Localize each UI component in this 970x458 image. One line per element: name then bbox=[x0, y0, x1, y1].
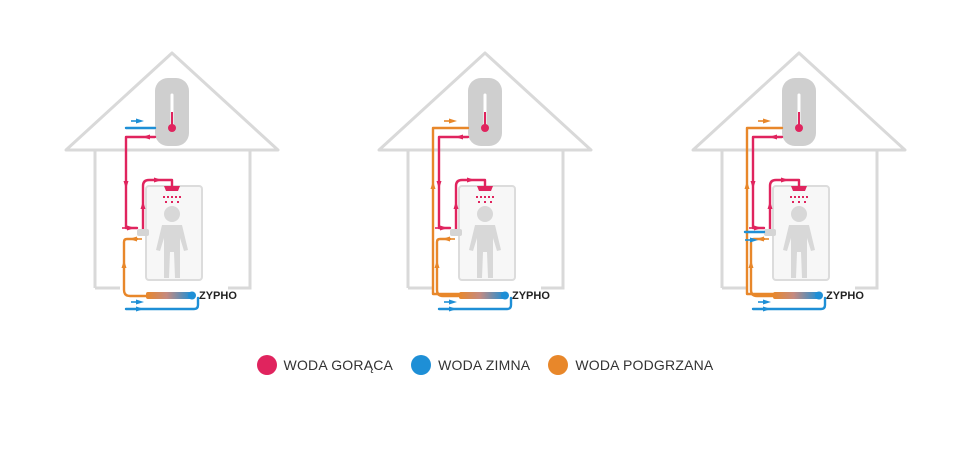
flow-arrow bbox=[453, 201, 459, 209]
house-walls bbox=[406, 150, 565, 290]
water-drop bbox=[163, 196, 165, 198]
zypho-label: ZYPHO bbox=[512, 290, 550, 302]
thermometer-bulb bbox=[481, 124, 489, 132]
house-walls bbox=[93, 150, 252, 290]
flow-arrow bbox=[750, 181, 756, 189]
water-drop bbox=[484, 201, 486, 203]
warm-pipe bbox=[122, 237, 148, 298]
water-drop bbox=[802, 196, 804, 198]
boiler-inlet-pipe bbox=[745, 126, 784, 296]
flow-arrow bbox=[140, 201, 146, 209]
person-head bbox=[164, 206, 180, 222]
water-drop bbox=[476, 196, 478, 198]
person-body bbox=[783, 225, 815, 278]
thermometer-bulb bbox=[795, 124, 803, 132]
water-drop bbox=[798, 196, 800, 198]
zypho-label: ZYPHO bbox=[199, 290, 237, 302]
flow-arrow bbox=[434, 260, 440, 268]
water-drop bbox=[798, 201, 800, 203]
water-drop bbox=[490, 201, 492, 203]
zypho-label: ZYPHO bbox=[826, 290, 864, 302]
person-body bbox=[469, 225, 501, 278]
flow-arrow bbox=[123, 181, 129, 189]
water-drop bbox=[794, 196, 796, 198]
cold-mains-pipe bbox=[751, 296, 827, 311]
cold-mains-pipe bbox=[124, 296, 200, 311]
house-roof bbox=[691, 51, 907, 152]
shower-hot-line bbox=[454, 178, 487, 232]
thermometer-bulb bbox=[168, 124, 176, 132]
water-drop bbox=[179, 196, 181, 198]
legend-dot-hot bbox=[256, 355, 277, 375]
legend-label-cold: WODA ZIMNA bbox=[438, 357, 531, 373]
water-drop bbox=[171, 196, 173, 198]
legend-item-hot: WODA GORĄCA bbox=[256, 355, 394, 375]
cold-mains-pipe bbox=[437, 296, 513, 311]
shower-head-icon bbox=[477, 186, 493, 191]
flow-arrow bbox=[744, 181, 750, 189]
zypho-drain bbox=[188, 291, 196, 300]
water-drop bbox=[806, 196, 808, 198]
legend-dot-warm bbox=[548, 355, 569, 375]
person-head bbox=[477, 206, 493, 222]
water-drop bbox=[804, 201, 806, 203]
water-drop bbox=[167, 196, 169, 198]
person-body bbox=[156, 225, 188, 278]
legend-dot-cold bbox=[411, 355, 432, 375]
mixer-valve bbox=[137, 229, 149, 236]
water-drop bbox=[478, 201, 480, 203]
flow-arrow bbox=[430, 181, 436, 189]
legend-label-hot: WODA GORĄCA bbox=[283, 357, 394, 373]
zypho-device bbox=[773, 292, 819, 299]
person-head bbox=[791, 206, 807, 222]
mixer-valve bbox=[764, 229, 776, 236]
legend-item-cold: WODA ZIMNA bbox=[411, 355, 530, 375]
water-drop bbox=[171, 201, 173, 203]
mixer-valve bbox=[450, 229, 462, 236]
flow-arrow bbox=[767, 201, 773, 209]
house-3: ZYPHO bbox=[691, 51, 907, 312]
warm-pipe bbox=[749, 237, 775, 298]
water-drop bbox=[790, 196, 792, 198]
house-roof bbox=[64, 51, 280, 152]
water-drop bbox=[488, 196, 490, 198]
zypho-drain bbox=[501, 291, 509, 300]
flow-arrow bbox=[121, 260, 127, 268]
zypho-device bbox=[146, 292, 192, 299]
water-drop bbox=[165, 201, 167, 203]
flow-arrow bbox=[748, 260, 754, 268]
shower-hot-line bbox=[141, 178, 174, 232]
water-drop bbox=[792, 201, 794, 203]
zypho-device bbox=[459, 292, 505, 299]
boiler-inlet-pipe bbox=[431, 126, 470, 296]
house-1: ZYPHO bbox=[64, 51, 280, 312]
legend: WODA GORĄCA WODA ZIMNA WODA PODGRZANA bbox=[0, 353, 970, 377]
water-drop bbox=[484, 196, 486, 198]
water-drop bbox=[175, 196, 177, 198]
house-roof bbox=[377, 51, 593, 152]
house-2: ZYPHO bbox=[377, 51, 593, 312]
water-drop bbox=[177, 201, 179, 203]
shower-head-icon bbox=[791, 186, 807, 191]
flow-arrow bbox=[436, 181, 442, 189]
water-drop bbox=[492, 196, 494, 198]
shower-hot-line bbox=[768, 178, 801, 232]
water-drop bbox=[480, 196, 482, 198]
zypho-drain bbox=[815, 291, 823, 300]
legend-label-warm: WODA PODGRZANA bbox=[575, 357, 714, 373]
shower-head-icon bbox=[164, 186, 180, 191]
house-walls bbox=[720, 150, 879, 290]
warm-pipe bbox=[435, 237, 461, 298]
legend-item-warm: WODA PODGRZANA bbox=[548, 355, 713, 375]
